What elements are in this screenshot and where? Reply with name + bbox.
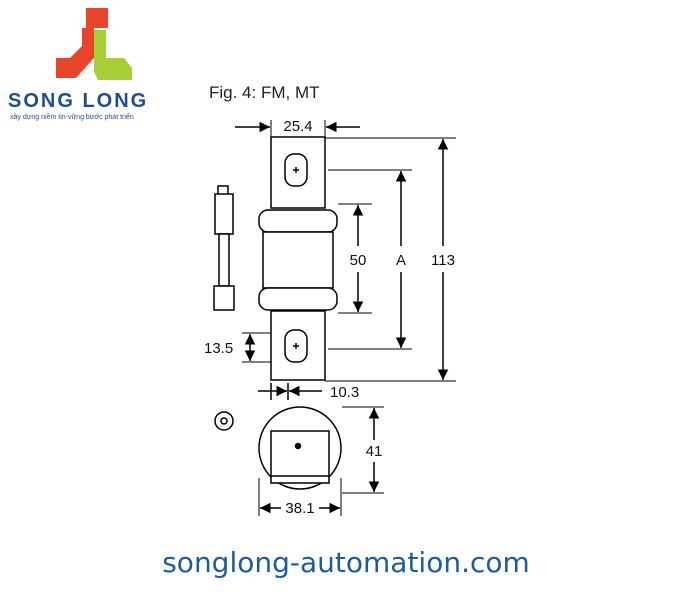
brand-name: SONG LONG: [8, 90, 149, 112]
terminal-symbol: [214, 411, 234, 431]
logo-green-stroke: [94, 30, 132, 80]
dim-label-41: 41: [366, 443, 383, 460]
extension-lines: [242, 120, 456, 382]
side-view-lower-tab: [213, 285, 235, 311]
dim-label-38-1: 38.1: [285, 500, 314, 517]
upper-collar: [258, 209, 338, 233]
brand-logo: SONG LONG xây dựng niềm tin-vững bước ph…: [6, 6, 176, 121]
dim-label-50: 50: [350, 252, 367, 269]
lower-collar: [258, 287, 338, 311]
end-view-blade: [270, 430, 330, 484]
mask-50: [344, 246, 372, 272]
mask-113: [428, 246, 458, 272]
front-view-fuse: [258, 136, 338, 381]
brand-tagline: xây dựng niềm tin-vững bước phát triển: [10, 114, 134, 121]
mask-41: [362, 440, 386, 462]
mask-38-1: [281, 499, 319, 517]
side-view-fuse: [213, 185, 235, 311]
end-view-hole: [294, 442, 302, 450]
end-view-dimensions: [258, 406, 384, 516]
dim-label-a: A: [396, 252, 406, 269]
side-view-body: [218, 233, 230, 287]
songlong-logo-icon: [56, 8, 132, 80]
mask-a: [390, 246, 412, 272]
dim-label-10-3: 10.3: [330, 384, 359, 401]
website-url: songlong-automation.com: [162, 546, 530, 579]
ceramic-body: [262, 231, 334, 289]
logo-red-stroke: [56, 8, 108, 78]
figure-title: Fig. 4: FM, MT: [209, 83, 320, 102]
dim-label-13-5: 13.5: [204, 340, 233, 357]
dim-label-113: 113: [431, 252, 455, 269]
side-view-upper-tab: [214, 193, 234, 235]
end-view-fuse: [258, 406, 342, 490]
dim-label-25-4: 25.4: [283, 118, 312, 135]
